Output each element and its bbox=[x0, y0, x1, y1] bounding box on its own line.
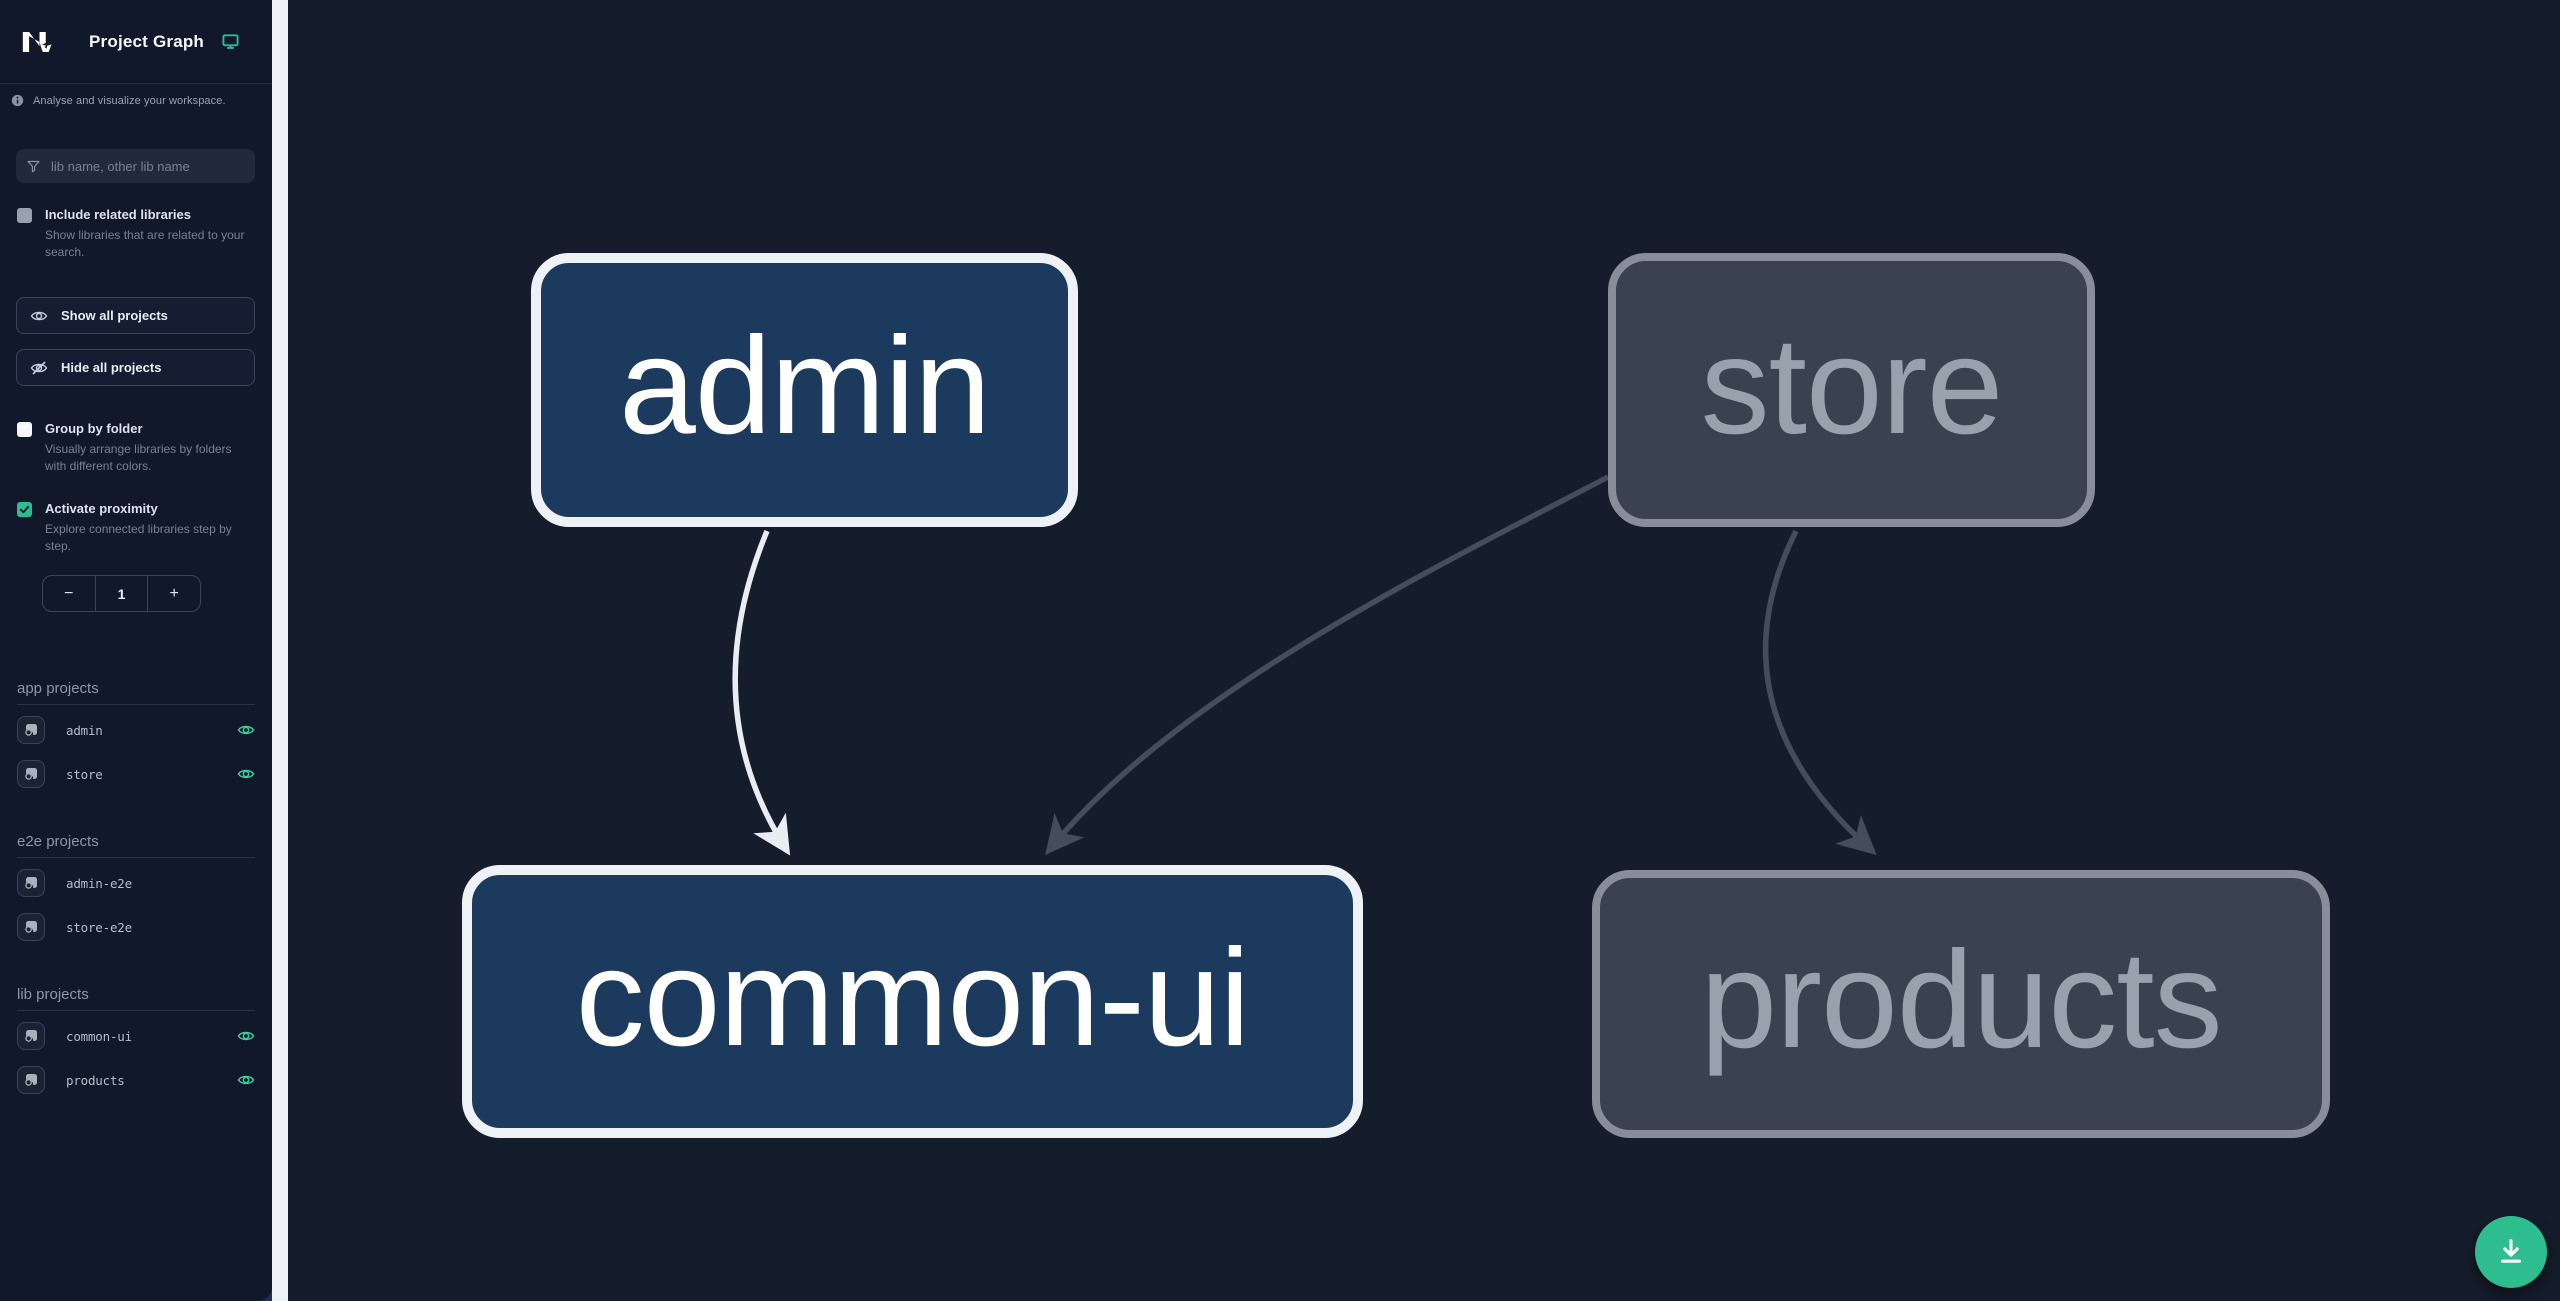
proximity-increment-button[interactable]: + bbox=[147, 576, 200, 611]
proximity-value: 1 bbox=[94, 576, 148, 611]
project-name: store-e2e bbox=[66, 919, 132, 935]
download-icon bbox=[2500, 1239, 2522, 1263]
project-type-icon bbox=[25, 877, 37, 889]
visibility-eye-icon[interactable] bbox=[237, 1071, 255, 1089]
workspace-tagline: Analyse and visualize your workspace. bbox=[0, 94, 272, 107]
project-name: common-ui bbox=[66, 1028, 132, 1044]
download-image-button[interactable] bbox=[2475, 1216, 2547, 1288]
filter-funnel-icon bbox=[27, 160, 40, 172]
nx-logo-icon bbox=[22, 31, 52, 52]
group-by-folder-checkbox[interactable] bbox=[17, 422, 32, 437]
proximity-stepper: − 1 + bbox=[42, 575, 201, 612]
project-icon-box bbox=[17, 869, 45, 897]
option-activate-proximity: Activate proximity Explore connected lib… bbox=[17, 501, 255, 555]
include-related-desc: Show libraries that are related to your … bbox=[45, 228, 245, 259]
tagline-text: Analyse and visualize your workspace. bbox=[33, 94, 226, 107]
project-name: admin bbox=[66, 722, 103, 738]
monitor-icon[interactable] bbox=[222, 33, 239, 50]
project-type-icon bbox=[25, 724, 37, 736]
hide-all-projects-button[interactable]: Hide all projects bbox=[16, 349, 255, 386]
project-type-icon bbox=[25, 1074, 37, 1086]
show-all-projects-button[interactable]: Show all projects bbox=[16, 297, 255, 334]
project-icon-box bbox=[17, 913, 45, 941]
project-row-admin-e2e[interactable]: admin-e2e bbox=[0, 864, 272, 902]
project-icon-box bbox=[17, 760, 45, 788]
visibility-eye-icon[interactable] bbox=[237, 721, 255, 739]
project-row-admin[interactable]: admin bbox=[0, 711, 272, 749]
app-title: Project Graph bbox=[89, 31, 205, 51]
activate-proximity-checkbox[interactable] bbox=[17, 502, 32, 517]
section-title: e2e projects bbox=[17, 833, 255, 858]
edge-admin-to-common-ui bbox=[732, 529, 791, 856]
section-e2e-projects: e2e projects admin-e2e store-e2e bbox=[0, 833, 272, 946]
section-app-projects: app projects admin store bbox=[0, 680, 272, 793]
proximity-decrement-button[interactable]: − bbox=[43, 576, 95, 611]
project-row-store-e2e[interactable]: store-e2e bbox=[0, 908, 272, 946]
graph-canvas[interactable]: admin store common-ui products bbox=[288, 0, 2560, 1301]
option-include-related: Include related libraries Show libraries… bbox=[17, 207, 255, 261]
group-by-folder-label: Group by folder bbox=[45, 421, 143, 436]
node-label: store bbox=[1700, 309, 2004, 463]
visibility-eye-icon[interactable] bbox=[237, 765, 255, 783]
include-related-text: Include related libraries Show libraries… bbox=[45, 207, 255, 261]
group-by-folder-desc: Visually arrange libraries by folders wi… bbox=[45, 442, 232, 473]
node-label: admin bbox=[619, 309, 991, 463]
project-name: admin-e2e bbox=[66, 875, 132, 891]
project-icon-box bbox=[17, 716, 45, 744]
edge-store-to-products bbox=[1762, 529, 1877, 856]
include-related-label: Include related libraries bbox=[45, 207, 191, 222]
edges-layer bbox=[732, 474, 1877, 856]
activate-proximity-text: Activate proximity Explore connected lib… bbox=[45, 501, 255, 555]
search-input[interactable] bbox=[51, 158, 245, 174]
info-icon bbox=[11, 94, 24, 107]
sidebar-resize-handle[interactable] bbox=[272, 0, 288, 1301]
node-label: common-ui bbox=[575, 920, 1251, 1075]
section-title: app projects bbox=[17, 680, 255, 705]
eye-icon bbox=[30, 311, 48, 320]
graph-node-store[interactable]: store bbox=[1608, 253, 2095, 527]
graph-node-products[interactable]: products bbox=[1592, 870, 2330, 1138]
show-all-label: Show all projects bbox=[61, 308, 168, 323]
project-sections: app projects admin store e2e projects admin-… bbox=[0, 680, 272, 1099]
project-type-icon bbox=[25, 1030, 37, 1042]
sidebar-header: Project Graph bbox=[0, 0, 272, 84]
eye-off-icon bbox=[30, 360, 48, 375]
project-name: store bbox=[66, 766, 103, 782]
graph-node-admin[interactable]: admin bbox=[531, 253, 1078, 527]
section-lib-projects: lib projects common-ui products bbox=[0, 986, 272, 1099]
activate-proximity-label: Activate proximity bbox=[45, 501, 158, 516]
project-row-common-ui[interactable]: common-ui bbox=[0, 1017, 272, 1055]
project-row-products[interactable]: products bbox=[0, 1061, 272, 1099]
node-label: products bbox=[1700, 923, 2222, 1077]
visibility-eye-icon[interactable] bbox=[237, 1027, 255, 1045]
edge-store-to-common-ui bbox=[1045, 474, 1610, 855]
project-type-icon bbox=[25, 921, 37, 933]
option-group-by-folder: Group by folder Visually arrange librari… bbox=[17, 421, 255, 475]
project-type-icon bbox=[25, 768, 37, 780]
sidebar: Project Graph Analyse and visualize your… bbox=[0, 0, 272, 1301]
project-row-store[interactable]: store bbox=[0, 755, 272, 793]
graph-node-common-ui[interactable]: common-ui bbox=[462, 865, 1363, 1138]
search-box bbox=[16, 149, 255, 183]
group-by-folder-text: Group by folder Visually arrange librari… bbox=[45, 421, 255, 475]
section-title: lib projects bbox=[17, 986, 255, 1011]
project-icon-box bbox=[17, 1066, 45, 1094]
project-name: products bbox=[66, 1072, 125, 1088]
activate-proximity-desc: Explore connected libraries step by step… bbox=[45, 522, 232, 553]
check-icon bbox=[19, 505, 30, 514]
hide-all-label: Hide all projects bbox=[61, 360, 162, 375]
include-related-checkbox[interactable] bbox=[17, 208, 32, 223]
project-icon-box bbox=[17, 1022, 45, 1050]
